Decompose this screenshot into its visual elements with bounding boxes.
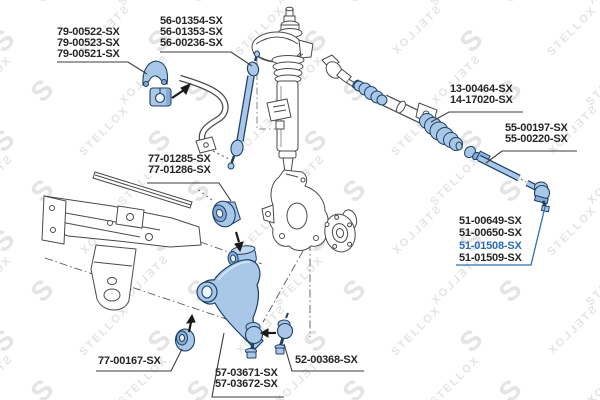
leader-stabilizer-link [160, 51, 253, 67]
ball-joint-drawing [274, 312, 294, 355]
tie-rod-axial-drawing [464, 145, 521, 182]
part-number: 77-00167-SX [98, 355, 161, 367]
part-number: 51-00649-SX [459, 215, 522, 227]
leader-ball-joint [283, 343, 364, 372]
part-number: 56-01354-SX [160, 15, 223, 27]
callout-stabilizer-bushing-kit: 79-00522-SX 79-00523-SX 79-00521-SX [57, 27, 120, 60]
part-number: 79-00523-SX [57, 37, 120, 49]
part-number: 55-00197-SX [505, 122, 568, 134]
part-number-highlighted[interactable]: 51-01508-SX [459, 239, 522, 252]
arrow-to-stabilizer-bar [171, 83, 191, 99]
part-number: 14-17020-SX [450, 94, 513, 106]
tie-rod-end-drawing [525, 180, 551, 213]
steering-knuckle-drawing [261, 169, 329, 251]
callout-leader-lines [57, 51, 577, 398]
leader-control-arm-rear-bushing [147, 182, 232, 202]
callout-tie-rod-end: 51-00649-SX 51-00650-SX 51-01508-SX 51-0… [459, 215, 522, 265]
part-number: 56-00236-SX [160, 37, 223, 49]
stabilizer-bar-drawing [179, 74, 229, 154]
part-number: 77-01286-SX [148, 164, 211, 176]
leader-tie-rod-end-highlighted [456, 206, 546, 266]
steering-boot-small-drawing [352, 79, 388, 106]
control-arm-front-bushing-drawing [174, 328, 196, 352]
callout-ball-joint: 52-00368-SX [295, 355, 358, 366]
strut-drawing [251, 6, 314, 173]
part-number: 13-00464-SX [450, 83, 513, 95]
part-number: 79-00522-SX [57, 26, 120, 38]
part-number: 52-00368-SX [295, 354, 358, 366]
callout-control-arm: 57-03671-SX 57-03672-SX [215, 368, 278, 390]
leader-tie-rod-axial [485, 150, 577, 164]
subframe-drawing [41, 171, 202, 311]
part-number: 56-01353-SX [160, 26, 223, 38]
stabilizer-bracket-drawing [142, 60, 169, 88]
part-number: 55-00220-SX [505, 133, 568, 145]
control-arm-rear-bushing-loose-drawing [212, 200, 242, 228]
callout-tie-rod-axial: 55-00197-SX 55-00220-SX [505, 123, 568, 145]
part-number: 51-00650-SX [459, 227, 522, 240]
part-number: 57-03672-SX [215, 378, 278, 390]
leader-control-arm-front-bushing [96, 348, 183, 372]
part-number: 57-03671-SX [215, 367, 278, 379]
arrow-bushing-down [234, 231, 244, 253]
callout-control-arm-rear-bushing: 77-01285-SX 77-01286-SX [148, 154, 211, 176]
callout-steering-rack: 13-00464-SX 14-17020-SX [450, 84, 513, 106]
stabilizer-bushing-drawing [149, 87, 172, 107]
arrow-bushing-up [186, 313, 196, 333]
control-arm-drawing [196, 259, 264, 359]
steering-boot-large-drawing [419, 113, 463, 151]
direction-arrows [171, 83, 276, 338]
leader-stabilizer-bushing-kit [57, 61, 148, 75]
callout-stabilizer-link: 56-01354-SX 56-01353-SX 56-00236-SX [160, 16, 223, 49]
arrow-ball-joint-left [259, 328, 276, 338]
leader-control-arm [211, 332, 284, 398]
steering-rack-drawing [321, 54, 438, 127]
leader-steering-rack [430, 111, 523, 123]
part-number: 77-01285-SX [148, 153, 211, 165]
part-number: 79-00521-SX [57, 48, 120, 60]
part-number: 51-01509-SX [459, 252, 522, 265]
callout-control-arm-front-bushing: 77-00167-SX [98, 356, 161, 367]
wheel-hub-drawing [324, 209, 358, 253]
stabilizer-link-drawing [227, 50, 260, 170]
